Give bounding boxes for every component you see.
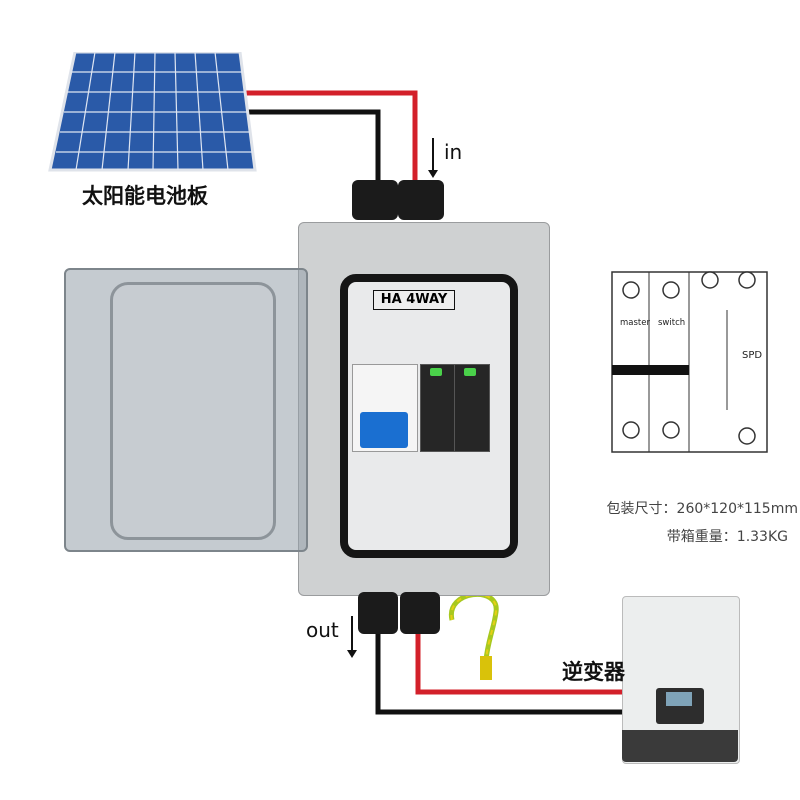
breaker-toggle bbox=[360, 412, 408, 448]
bottom-cable-gland-left bbox=[358, 592, 398, 634]
inverter-screen bbox=[666, 692, 692, 706]
door-window bbox=[110, 282, 276, 540]
diagram-spd-label: SPD bbox=[742, 350, 763, 361]
package-size-spec: 包装尺寸：260*120*115mm bbox=[606, 501, 798, 517]
top-cable-gland-left bbox=[352, 180, 398, 220]
out-label: out bbox=[306, 618, 339, 642]
red-input-wire bbox=[240, 90, 418, 185]
bottom-cable-gland-right bbox=[400, 592, 440, 634]
surge-protector-1 bbox=[420, 364, 456, 452]
diagram-master-label: master bbox=[620, 318, 650, 328]
ground-wire bbox=[449, 591, 499, 661]
inverter-bottom bbox=[622, 730, 738, 762]
solar-panel-label: 太阳能电池板 bbox=[82, 184, 208, 208]
spd-indicator-1 bbox=[430, 368, 442, 376]
red-output-wire bbox=[415, 630, 640, 695]
black-input-wire bbox=[220, 109, 381, 185]
in-label: in bbox=[444, 140, 463, 164]
out-arrow-icon bbox=[347, 616, 357, 658]
diagram-switch-label: switch bbox=[658, 318, 686, 328]
solar-panel-image bbox=[48, 52, 257, 172]
top-cable-gland-right bbox=[398, 180, 444, 220]
black-output-wire bbox=[375, 630, 640, 715]
weight-spec: 带箱重量：1.33KG bbox=[666, 529, 788, 545]
box-model-label: HA 4WAY bbox=[373, 290, 455, 310]
surge-protector-2 bbox=[454, 364, 490, 452]
spd-indicator-2 bbox=[464, 368, 476, 376]
wiring-diagram bbox=[611, 271, 768, 453]
in-arrow-icon bbox=[428, 138, 438, 178]
inverter-label: 逆变器 bbox=[562, 660, 625, 684]
